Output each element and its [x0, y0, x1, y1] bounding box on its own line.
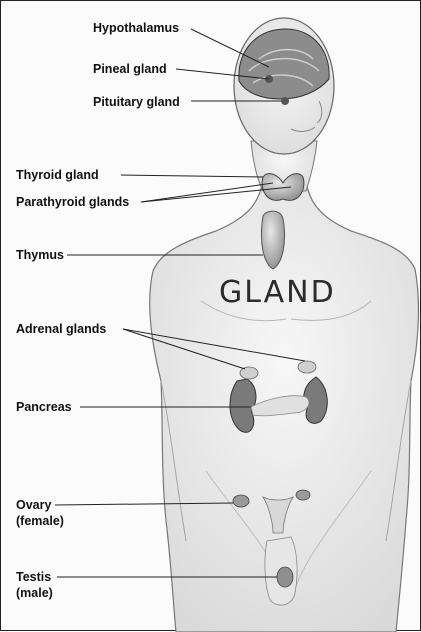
label-ovary-note: (female) — [16, 514, 64, 528]
label-ovary: Ovary — [16, 498, 51, 512]
label-pancreas: Pancreas — [16, 400, 72, 414]
handwritten-annotation: GLAND — [219, 275, 336, 310]
ovary-shape — [233, 495, 249, 507]
label-testis-note: (male) — [16, 586, 53, 600]
pituitary-gland-shape — [281, 97, 289, 105]
label-hypothalamus: Hypothalamus — [93, 21, 179, 35]
label-testis: Testis — [16, 570, 51, 584]
label-thyroid-gland: Thyroid gland — [16, 168, 99, 182]
label-pineal-gland: Pineal gland — [93, 62, 167, 76]
label-parathyroid-glands: Parathyroid glands — [16, 195, 129, 209]
testis-shape — [277, 567, 293, 587]
label-pituitary-gland: Pituitary gland — [93, 95, 180, 109]
label-thymus: Thymus — [16, 248, 64, 262]
label-adrenal-glands: Adrenal glands — [16, 322, 106, 336]
right-adrenal-shape — [298, 361, 316, 373]
left-adrenal-shape — [240, 367, 258, 379]
